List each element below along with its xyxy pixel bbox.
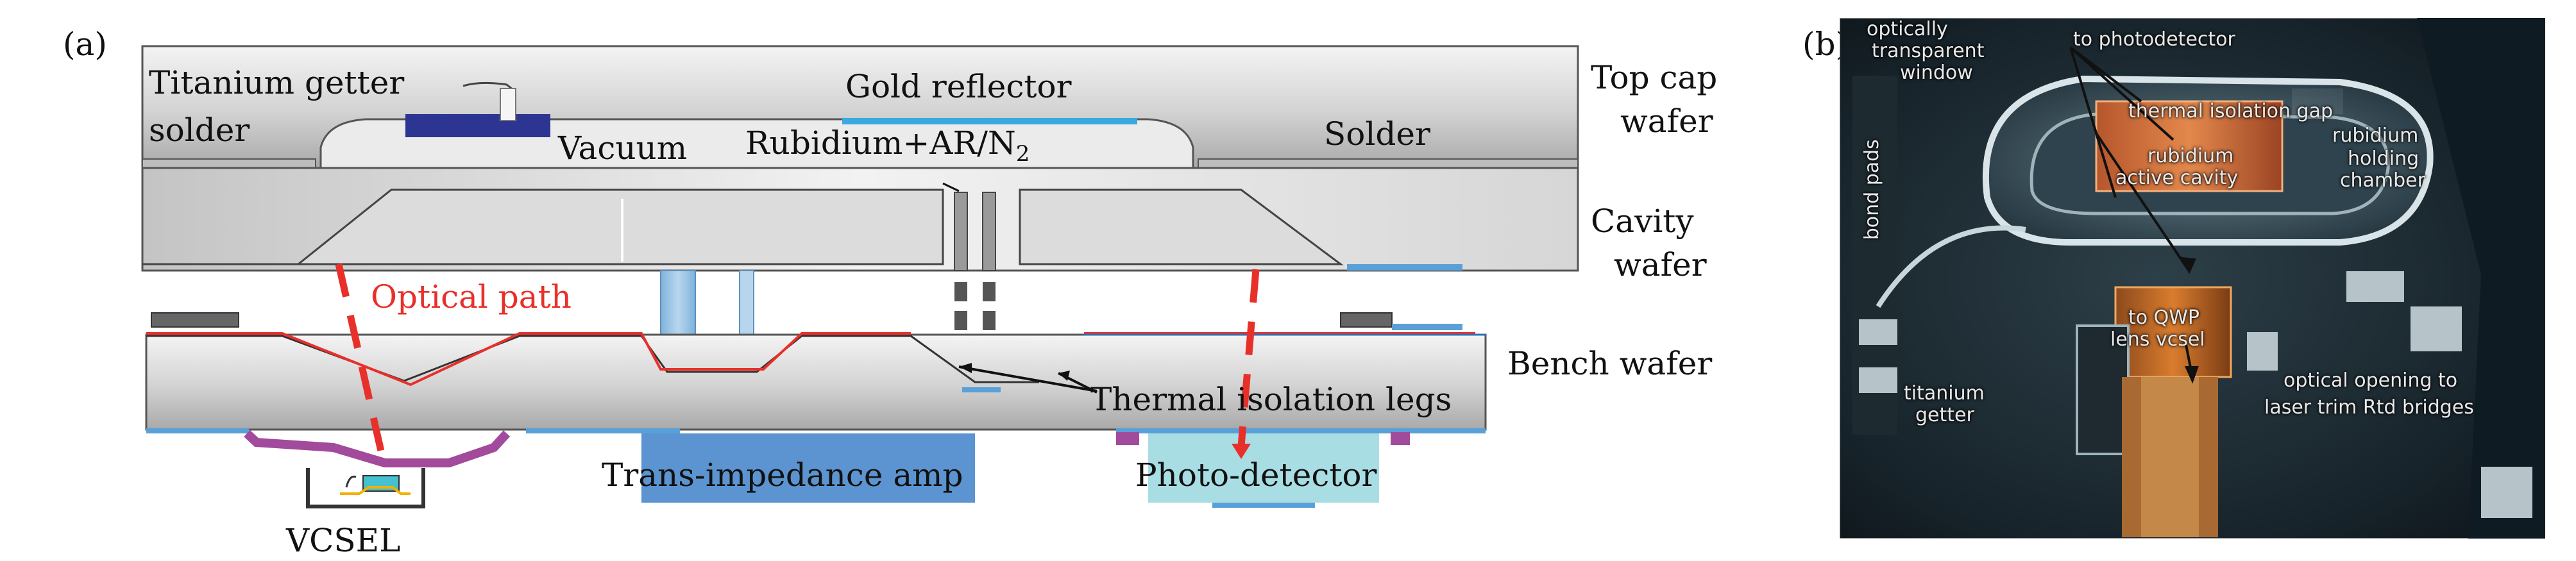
photo-label-lens-vcsel: lens vcsel	[2110, 328, 2205, 351]
panel-a-label: (a)	[63, 26, 107, 63]
photo-label-optical-opening: optical opening to	[2284, 369, 2458, 392]
optical-path-label: Optical path	[371, 278, 572, 315]
gold-reflector-layer	[842, 118, 1137, 124]
photo-label-optically: optically	[1867, 18, 1948, 40]
top-cap-wafer	[141, 45, 1579, 169]
optical-path	[335, 263, 1260, 469]
rb-channel-left	[954, 192, 968, 271]
getter-post	[500, 88, 516, 121]
photo-label-thermal-gap: thermal isolation gap	[2128, 100, 2334, 122]
cavity-recess-right	[1019, 188, 1344, 265]
pillars	[151, 270, 1462, 335]
photo-label-to-photodetector: to photodetector	[2073, 28, 2235, 51]
titanium-getter-block	[405, 114, 550, 137]
photodetector-block	[1148, 433, 1379, 503]
photo-label-getter: getter	[1915, 404, 1974, 426]
photo-label-chamber: chamber	[2340, 169, 2425, 192]
solder-left-label: solder	[149, 112, 250, 149]
solder-right-layer	[1198, 158, 1579, 169]
photodetector-label: Photo-detector	[1135, 456, 1377, 494]
photo-label-transparent: transparent	[1872, 40, 1985, 62]
photo-label-titanium: titanium	[1904, 382, 1985, 405]
photo-label-active-cavity: active cavity	[2115, 167, 2239, 189]
photo-label-to-qwp: to QWP	[2128, 306, 2200, 329]
mems-cell-cross-section	[141, 45, 1579, 508]
vacuum-label: Vacuum	[558, 130, 688, 167]
cavity-recess	[142, 188, 944, 265]
optical-path-arrowhead	[1232, 444, 1251, 459]
top-cap-label-1: Top cap	[1591, 59, 1718, 96]
pad-right	[1340, 312, 1393, 328]
photo-qwp-chip	[2114, 286, 2232, 378]
photo-label-laser-trim: laser trim Rtd bridges	[2264, 396, 2474, 419]
pad-left	[151, 312, 239, 328]
titanium-getter-label: Titanium getter	[149, 64, 405, 101]
bench-wafer-label: Bench wafer	[1507, 345, 1713, 382]
rubidium-mix-label: Rubidium+AR/N2	[745, 124, 1030, 167]
tia-label: Trans-impedance amp	[602, 456, 963, 494]
tia-block	[641, 433, 975, 503]
thermal-legs-label: Thermal isolation legs	[1090, 381, 1452, 418]
bench-wafer	[145, 332, 1487, 433]
photo-rubidium-cell	[2095, 100, 2284, 192]
photo-label-bond-pads: bond pads	[1860, 139, 1883, 240]
device-photograph	[1840, 18, 2545, 539]
bond-traces	[244, 430, 1410, 467]
rb-channel-right	[982, 192, 996, 271]
solder-right-label: Solder	[1324, 115, 1430, 153]
photo-label-rubidium-right: rubidium	[2332, 124, 2419, 147]
cavity-label-2: wafer	[1614, 246, 1707, 283]
solder-left-layer	[142, 158, 316, 169]
vcsel-label: VCSEL	[286, 522, 401, 559]
photo-label-holding: holding	[2348, 147, 2419, 170]
cavity-label-1: Cavity	[1591, 203, 1694, 240]
thermal-leg-arrows	[958, 363, 1097, 394]
getter-callout	[462, 81, 514, 91]
vcsel-package	[306, 468, 425, 508]
cavity-wafer	[141, 167, 1579, 272]
top-cap-label-2: wafer	[1620, 103, 1713, 140]
gold-reflector-label: Gold reflector	[845, 68, 1072, 105]
photo-arrows	[2069, 46, 2199, 384]
photo-label-window: window	[1900, 62, 1973, 84]
photo-label-rubidium-left: rubidium	[2148, 145, 2234, 167]
bench-red-trace	[146, 332, 911, 387]
